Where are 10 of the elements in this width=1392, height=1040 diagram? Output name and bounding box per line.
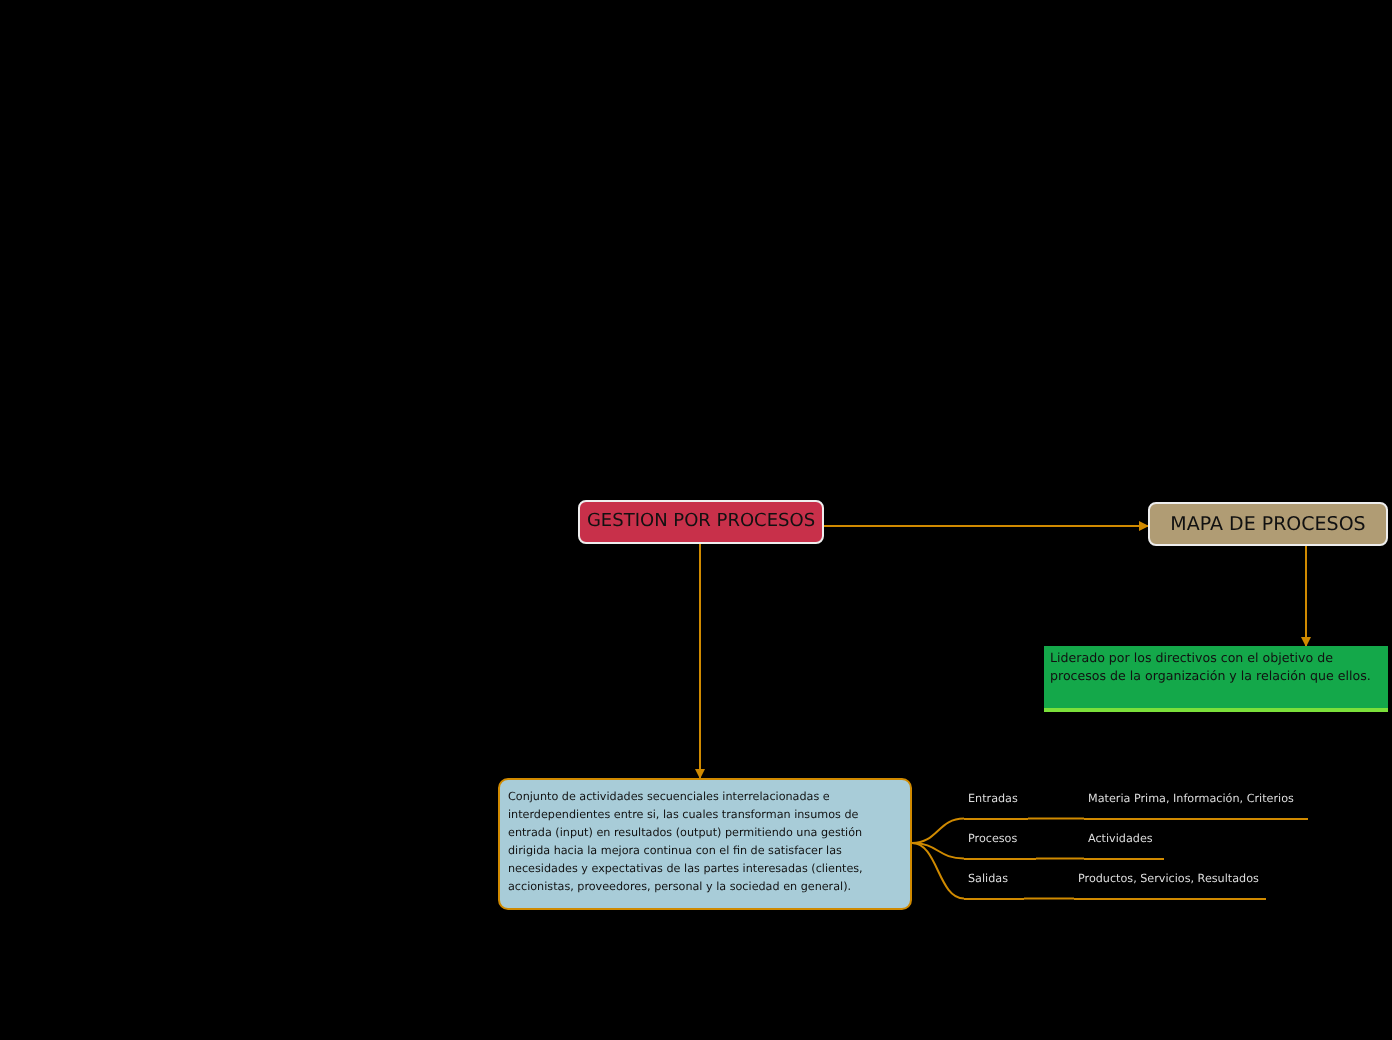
connector-line: [911, 842, 965, 900]
topic-box: MAPA DE PROCESOS: [1148, 502, 1388, 546]
connector-line: [911, 842, 965, 860]
connector-line: [1023, 897, 1075, 900]
connector-line: [1027, 817, 1085, 820]
arrow: [695, 543, 705, 779]
arrow: [1301, 545, 1311, 647]
arrow: [823, 521, 1149, 531]
topic-box: GESTION POR PROCESOS: [578, 500, 824, 544]
connector-line: [1035, 857, 1085, 860]
